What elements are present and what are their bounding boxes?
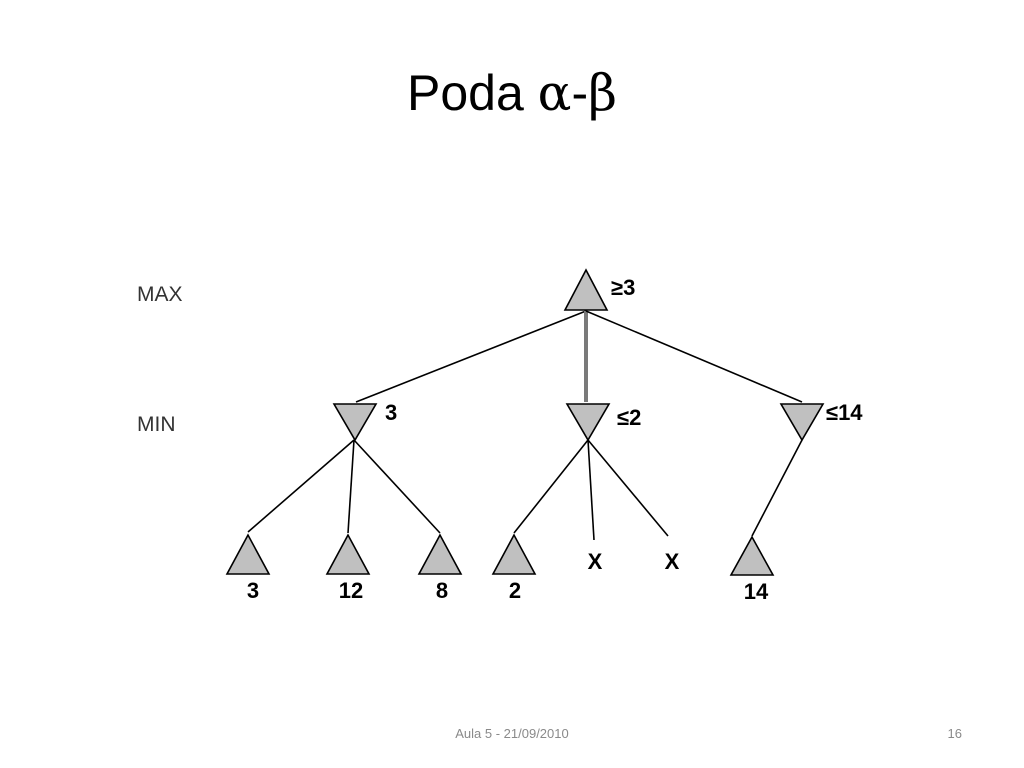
leaf-value-1: 3: [247, 578, 259, 603]
page-number: 16: [947, 726, 962, 741]
root-max-node: [563, 268, 609, 311]
slide-title: Poda α-β: [0, 64, 1024, 122]
tree-edges: [247, 310, 803, 541]
edge-min1-leaf2: [347, 439, 355, 534]
edge-root-min1: [355, 310, 587, 403]
edge-min2-pruned2: [587, 439, 669, 537]
leaf-value-2: 12: [339, 578, 363, 603]
min-value-3: ≤14: [826, 400, 863, 425]
title-separator: -: [571, 65, 589, 121]
edge-min1-leaf3: [353, 439, 441, 534]
leaf-node-5: [729, 535, 775, 576]
alpha-symbol: α: [537, 64, 572, 122]
pruned-mark-1: X: [588, 549, 603, 574]
min-node-2: [565, 403, 611, 442]
leaf-node-2: [325, 533, 371, 575]
leaf-node-1: [225, 533, 271, 575]
root-value: ≥3: [611, 275, 635, 300]
edge-min2-pruned1: [587, 439, 595, 541]
edge-min2-leaf4: [513, 439, 589, 534]
level-label-min: MIN: [137, 413, 176, 436]
min-value-2: ≤2: [617, 405, 641, 430]
pruned-mark-2: X: [665, 549, 680, 574]
leaf-node-4: [491, 533, 537, 575]
edge-min1-leaf1: [247, 439, 355, 533]
min-node-1: [332, 403, 378, 442]
edge-min3-leaf5: [751, 439, 803, 537]
leaf-value-4: 2: [509, 578, 521, 603]
edge-root-min3: [585, 310, 803, 403]
min-node-3: [779, 403, 825, 442]
leaf-value-5: 14: [744, 579, 769, 604]
title-text: Poda: [407, 65, 538, 121]
level-label-max: MAX: [137, 283, 183, 306]
footer-date: Aula 5 - 21/09/2010: [455, 726, 569, 741]
leaf-value-3: 8: [436, 578, 448, 603]
leaf-node-3: [417, 533, 463, 575]
min-value-1: 3: [385, 400, 397, 425]
beta-symbol: β: [588, 64, 617, 122]
